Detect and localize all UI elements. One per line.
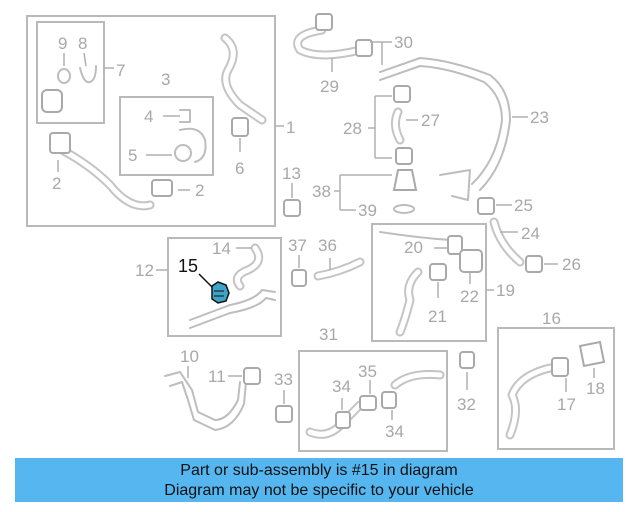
group-box-12 <box>167 237 282 337</box>
part-15-highlighted <box>198 273 230 304</box>
callout-14: 14 <box>212 239 231 258</box>
callout-20: 20 <box>404 238 423 257</box>
banner-line-2: Diagram may not be specific to your vehi… <box>164 482 474 499</box>
group-box-19 <box>371 223 487 342</box>
part-4-bracket <box>163 109 191 123</box>
part-9-oring <box>57 53 71 84</box>
callout-11: 11 <box>208 367 226 386</box>
callout-39: 39 <box>358 201 377 220</box>
part-37-clamp <box>291 255 307 287</box>
callout-13: 13 <box>282 164 301 183</box>
callout-22: 22 <box>460 287 479 306</box>
part-10-pipe <box>164 366 247 431</box>
callout-24: 24 <box>521 224 540 243</box>
callout-37: 37 <box>288 236 307 255</box>
callout-28: 28 <box>343 119 362 138</box>
part-11-clamp <box>228 367 261 385</box>
callout-17: 17 <box>557 395 576 414</box>
callout-15: 15 <box>178 256 198 276</box>
part-25-clamp <box>477 197 512 215</box>
part-16-hose <box>505 340 606 440</box>
part-info-banner: Part or sub-assembly is #15 in diagram D… <box>15 458 623 502</box>
callout-4: 4 <box>144 107 153 126</box>
part-23-pipe <box>379 57 528 201</box>
group-box-3 <box>119 96 214 176</box>
group-box-7 <box>36 21 105 124</box>
callout-6: 6 <box>235 159 244 178</box>
callout-1: 1 <box>286 118 295 137</box>
part-29-hose <box>293 13 392 72</box>
callout-26: 26 <box>562 255 581 274</box>
group-box-16 <box>497 327 615 450</box>
part-19-hoses <box>379 231 494 337</box>
part-6-clamp <box>231 117 249 152</box>
callout-16: 16 <box>542 309 561 328</box>
part-14-hose <box>232 243 264 291</box>
callout-34b: 34 <box>385 422 404 441</box>
part-26-clamp <box>525 255 558 273</box>
part-32-clamp <box>459 351 475 390</box>
callout-34a: 34 <box>332 377 351 396</box>
group-box-31 <box>298 350 448 452</box>
callout-19: 19 <box>496 281 515 300</box>
callout-32: 32 <box>457 395 476 414</box>
part-1-hose <box>220 33 284 127</box>
callout-12: 12 <box>135 261 154 280</box>
callout-18: 18 <box>586 379 605 398</box>
callout-7: 7 <box>116 61 125 80</box>
part-31-hoses <box>305 370 445 439</box>
callout-10: 10 <box>180 347 199 366</box>
callout-3: 3 <box>161 70 170 89</box>
part-8-clip <box>79 52 97 84</box>
callout-25: 25 <box>514 196 533 215</box>
callout-35: 35 <box>358 362 377 381</box>
callout-2a: 2 <box>52 174 61 193</box>
banner-line-1: Part or sub-assembly is #15 in diagram <box>180 462 458 479</box>
callout-27: 27 <box>421 111 440 130</box>
callout-23: 23 <box>530 108 549 127</box>
part-13-clamp <box>283 183 301 217</box>
callout-2b: 2 <box>195 181 204 200</box>
part-5-thermostat <box>146 127 207 163</box>
part-28-group <box>368 85 413 165</box>
callout-9: 9 <box>58 34 67 53</box>
callout-29: 29 <box>320 77 339 96</box>
part-12-pipe <box>156 269 276 329</box>
part-33-clamp <box>275 390 293 423</box>
part-7-connector <box>41 67 114 113</box>
callout-5: 5 <box>128 146 137 165</box>
part-38-group <box>334 169 418 214</box>
part-24-hose <box>489 217 525 267</box>
callout-33: 33 <box>274 370 293 389</box>
callout-31: 31 <box>319 325 338 344</box>
callout-30: 30 <box>394 33 413 52</box>
callout-36: 36 <box>318 236 337 255</box>
callout-21: 21 <box>428 307 447 326</box>
group-box-1 <box>26 15 276 227</box>
part-36-hose <box>313 257 365 281</box>
callout-38: 38 <box>312 182 331 201</box>
part-27-hose <box>390 107 418 145</box>
part-2-hose <box>49 132 190 211</box>
callout-8: 8 <box>78 34 87 53</box>
